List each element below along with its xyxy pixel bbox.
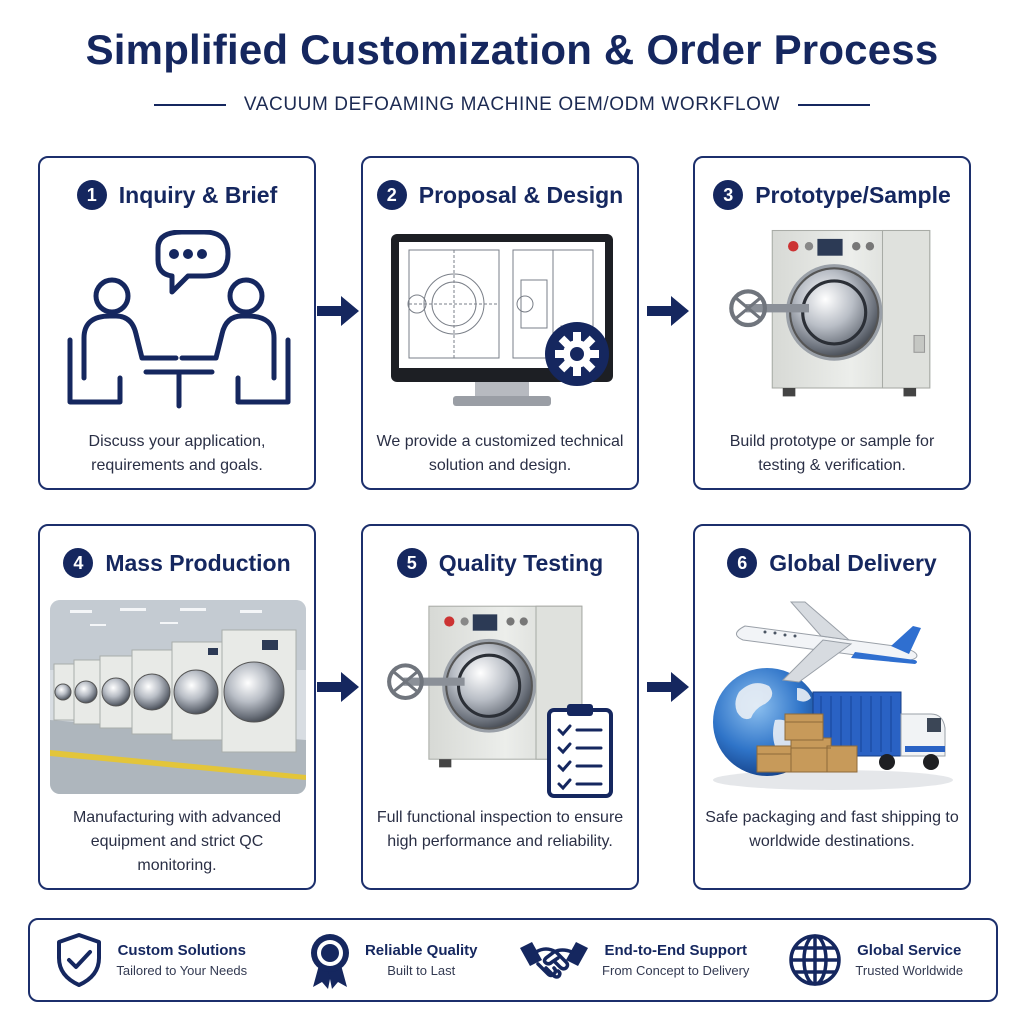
step-card-1: 1 Inquiry & Brief Discuss your applicati… xyxy=(38,156,316,490)
arrow-right-icon xyxy=(317,672,359,702)
subtitle-divider-right xyxy=(798,104,871,106)
step-card-3: 3 Prototype/Sample Build prototype or sa… xyxy=(693,156,971,490)
step-1-description: Discuss your application, requirements a… xyxy=(88,433,266,474)
feature-title: End-to-End Support xyxy=(604,942,747,959)
machine-checklist-image xyxy=(373,592,613,798)
step-5-title: Quality Testing xyxy=(438,549,604,576)
feature-end-to-end-support: End-to-End Support From Concept to Deliv… xyxy=(513,938,755,982)
shield-check-icon xyxy=(57,933,102,987)
arrow-right-icon xyxy=(647,296,689,326)
step-3-description: Build prototype or sample for testing & … xyxy=(729,433,935,474)
step-card-6: 6 Global Delivery xyxy=(693,524,971,890)
vacuum-machine-image xyxy=(705,218,961,418)
features-bar: Custom Solutions Tailored to Your Needs … xyxy=(28,918,998,1002)
arrow-right-icon xyxy=(317,296,359,326)
cad-monitor-gear-icon xyxy=(391,234,613,406)
step-4-header: 4 Mass Production xyxy=(40,548,314,578)
step-2-description: We provide a customized technical soluti… xyxy=(376,433,624,474)
feature-title: Global Service xyxy=(857,942,962,959)
step-6-number-badge: 6 xyxy=(727,548,758,578)
step-card-5: 5 Quality Testing Full functional inspec… xyxy=(361,524,639,890)
step-2-title: Proposal & Design xyxy=(418,181,624,208)
step-2-number-badge: 2 xyxy=(376,180,407,210)
step-4-title: Mass Production xyxy=(105,549,291,576)
globe-plane-truck-image xyxy=(713,601,953,790)
step-5-number-badge: 5 xyxy=(396,548,427,578)
meeting-chat-icon xyxy=(67,230,291,409)
subtitle-row: VACUUM DEFOAMING MACHINE OEM/ODM WORKFLO… xyxy=(0,94,1024,116)
feature-reliable-quality: Reliable Quality Built to Last xyxy=(272,931,514,989)
step-3-header: 3 Prototype/Sample xyxy=(695,180,969,210)
step-2-header: 2 Proposal & Design xyxy=(363,180,637,210)
feature-title: Reliable Quality xyxy=(364,942,478,959)
award-medal-icon xyxy=(310,934,349,989)
feature-subtitle: From Concept to Delivery xyxy=(602,963,750,978)
step-3-title: Prototype/Sample xyxy=(755,181,951,208)
feature-custom-solutions: Custom Solutions Tailored to Your Needs xyxy=(30,932,272,988)
step-card-2: 2 Proposal & Design We xyxy=(361,156,639,490)
factory-line-image xyxy=(50,600,306,794)
feature-global-service: Global Service Trusted Worldwide xyxy=(755,932,997,988)
step-3-number-badge: 3 xyxy=(713,180,744,210)
feature-subtitle: Trusted Worldwide xyxy=(855,963,964,978)
handshake-icon xyxy=(520,942,589,979)
feature-subtitle: Tailored to Your Needs xyxy=(116,963,248,978)
step-5-description: Full functional inspection to ensure hig… xyxy=(376,809,624,850)
arrow-right-icon xyxy=(647,672,689,702)
step-6-header: 6 Global Delivery xyxy=(695,548,969,578)
page-title: Simplified Customization & Order Process xyxy=(85,26,939,73)
step-4-number-badge: 4 xyxy=(63,548,94,578)
step-1-title: Inquiry & Brief xyxy=(118,181,278,208)
step-card-4: 4 Mass Production xyxy=(38,524,316,890)
feature-subtitle: Built to Last xyxy=(387,963,456,978)
step-1-number-badge: 1 xyxy=(76,180,107,210)
globe-icon xyxy=(789,934,842,986)
step-1-header: 1 Inquiry & Brief xyxy=(40,180,314,210)
step-5-header: 5 Quality Testing xyxy=(363,548,637,578)
feature-title: Custom Solutions xyxy=(117,942,246,959)
step-6-title: Global Delivery xyxy=(769,549,937,576)
step-6-description: Safe packaging and fast shipping to worl… xyxy=(705,809,959,850)
step-4-description: Manufacturing with advanced equipment an… xyxy=(72,809,282,874)
page-subtitle: VACUUM DEFOAMING MACHINE OEM/ODM WORKFLO… xyxy=(243,94,781,115)
subtitle-divider-left xyxy=(153,104,226,106)
